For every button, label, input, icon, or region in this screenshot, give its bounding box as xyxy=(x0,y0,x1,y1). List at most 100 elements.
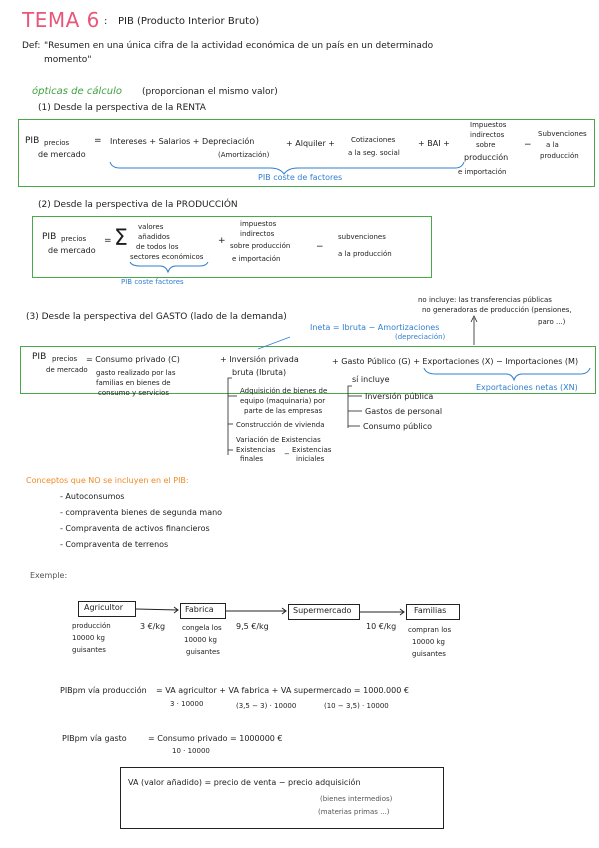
renta-brace xyxy=(109,161,465,175)
va-definition-box xyxy=(120,767,444,829)
gasto-variacion: Variación de Existencias xyxy=(236,436,321,444)
renta-precios: precios xyxy=(44,139,70,147)
gasto-ineta: Ineta = Ibruta − Amortizaciones xyxy=(310,323,440,332)
renta-subv-1: Subvenciones xyxy=(538,130,587,138)
page-title: TEMA 6 xyxy=(22,8,100,32)
renta-amortizacion: (Amortización) xyxy=(218,151,270,159)
gasto-inversion: + Inversión privada xyxy=(220,355,299,364)
renta-impuestos-3: sobre xyxy=(476,141,496,149)
produccion-imp-4: e importación xyxy=(232,255,281,263)
agric-desc-2: 10000 kg xyxy=(72,634,105,642)
title-colon: : xyxy=(104,16,108,27)
renta-equals: = xyxy=(94,136,102,146)
definition-line-2: momento" xyxy=(44,55,92,65)
price-agricultor-fabrica: 3 €/kg xyxy=(140,622,166,631)
gasto-adq-2: equipo (maquinaria) por xyxy=(240,397,326,405)
node-supermercado xyxy=(288,604,360,620)
gasto-no-incluye-2: no generadoras de producción (pensiones, xyxy=(422,306,572,314)
gasto-si-incluye: sí incluye xyxy=(352,375,390,384)
arrowhead-1 xyxy=(173,606,179,614)
price-supermercado-familias: 10 €/kg xyxy=(366,622,397,631)
produccion-precios: precios xyxy=(61,235,87,243)
opticas-heading: ópticas de cálculo xyxy=(32,86,122,97)
calc-supermercado: (10 − 3,5) · 10000 xyxy=(324,702,389,710)
renta-intereses: Intereses + Salarios + Depreciación xyxy=(110,137,255,146)
ineta-arrow xyxy=(257,336,291,350)
gasto-consumo-desc-3: consumo y servicios xyxy=(98,389,169,397)
page-subtitle: PIB (Producto Interior Bruto) xyxy=(118,16,260,27)
calc-agricultor: 3 · 10000 xyxy=(170,700,204,708)
gasto-inversion-publica: Inversión pública xyxy=(365,392,434,401)
conceptos-item: - Compraventa de terrenos xyxy=(60,540,169,549)
gasto-exist-minus: − xyxy=(284,450,290,458)
gasto-exist-fin-1: Existencias xyxy=(236,446,276,454)
gasto-adq-1: Adquisición de bienes de xyxy=(240,387,328,395)
definition-label: Def: xyxy=(22,41,41,51)
gasto-export-netas: Exportaciones netas (XN) xyxy=(476,383,578,392)
node-agricultor-label: Agricultor xyxy=(84,603,124,612)
conceptos-item: - Compraventa de activos financieros xyxy=(60,524,210,533)
no-incluye-arrowhead xyxy=(470,315,478,323)
produccion-coste-factores: PIB coste factores xyxy=(121,278,184,286)
fam-desc-1: compran los xyxy=(408,626,452,634)
gasto-heading: (3) Desde la perspectiva del GASTO (lado… xyxy=(26,312,287,322)
export-netas-brace xyxy=(423,367,591,382)
conceptos-heading: Conceptos que NO se incluyen en el PIB: xyxy=(26,476,189,485)
produccion-subv-1: subvenciones xyxy=(338,233,386,241)
gasto-adq-3: parte de las empresas xyxy=(244,407,323,415)
produccion-de-mercado: de mercado xyxy=(48,246,96,255)
renta-box xyxy=(18,119,595,187)
opticas-note: (proporcionan el mismo valor) xyxy=(142,87,278,97)
node-familias xyxy=(406,604,460,620)
sigma-symbol: Σ xyxy=(114,226,128,251)
produccion-imp-2: indirectos xyxy=(240,230,275,238)
calc-fabrica: (3,5 − 3) · 10000 xyxy=(236,702,297,710)
renta-impuestos-2: indirectos xyxy=(470,131,505,139)
renta-impuestos-5: e importación xyxy=(458,168,507,176)
gasto-precios: precios xyxy=(52,355,78,363)
gasto-consumo-publico: Consumo público xyxy=(363,422,432,431)
produccion-imp-3: sobre producción xyxy=(230,242,291,250)
pib-gasto-label: PIBpm vía gasto xyxy=(62,734,127,743)
produccion-minus: − xyxy=(316,242,324,252)
arrowhead-3 xyxy=(399,608,405,616)
price-fabrica-supermercado: 9,5 €/kg xyxy=(236,622,269,631)
pib-produccion-label: PIBpm vía producción xyxy=(60,686,147,695)
renta-impuestos-4: producción xyxy=(464,153,509,162)
produccion-va-1: valores xyxy=(138,223,164,231)
si-incluye-branch xyxy=(347,385,352,428)
gasto-publico: + Gasto Público (G) + Exportaciones (X) … xyxy=(332,357,579,366)
node-agricultor xyxy=(78,601,136,617)
va-note-1: (bienes intermedios) xyxy=(320,795,393,803)
produccion-va-2: añadidos xyxy=(138,233,170,241)
produccion-subv-2: a la producción xyxy=(338,250,392,258)
gasto-no-incluye-1: no incluye: las transferencias públicas xyxy=(418,296,552,304)
renta-subv-3: producción xyxy=(540,152,579,160)
gasto-pib: PIB xyxy=(32,352,47,362)
agric-desc-3: guisantes xyxy=(72,646,106,654)
produccion-equals: = xyxy=(104,236,112,246)
fam-desc-3: guisantes xyxy=(412,650,446,658)
gasto-box xyxy=(20,346,596,394)
fam-desc-2: 10000 kg xyxy=(412,638,445,646)
node-fabrica-label: Fabrica xyxy=(185,605,214,614)
gasto-bruta: bruta (Ibruta) xyxy=(232,368,287,377)
produccion-plus: + xyxy=(218,236,226,246)
produccion-va-3: de todos los xyxy=(136,243,179,251)
renta-pib: PIB xyxy=(25,136,40,146)
fab-desc-1: congela los xyxy=(182,624,222,632)
inversion-branch xyxy=(227,377,232,455)
gasto-de-mercado: de mercado xyxy=(46,366,88,374)
renta-subv-2: a la xyxy=(546,141,559,149)
gasto-consumo: = Consumo privado (C) xyxy=(86,355,180,364)
produccion-box xyxy=(32,216,432,278)
gasto-exist-fin-2: finales xyxy=(240,455,264,463)
fab-desc-3: guisantes xyxy=(186,648,220,656)
conceptos-item: - compraventa bienes de segunda mano xyxy=(60,508,223,517)
gasto-exist-ini-1: Existencias xyxy=(292,446,332,454)
arrowhead-2 xyxy=(281,607,287,615)
pib-gasto-equation: = Consumo privado = 1000000 € xyxy=(148,734,283,743)
agric-desc-1: producción xyxy=(72,622,111,630)
fab-desc-2: 10000 kg xyxy=(184,636,217,644)
renta-impuestos-1: Impuestos xyxy=(470,121,507,129)
